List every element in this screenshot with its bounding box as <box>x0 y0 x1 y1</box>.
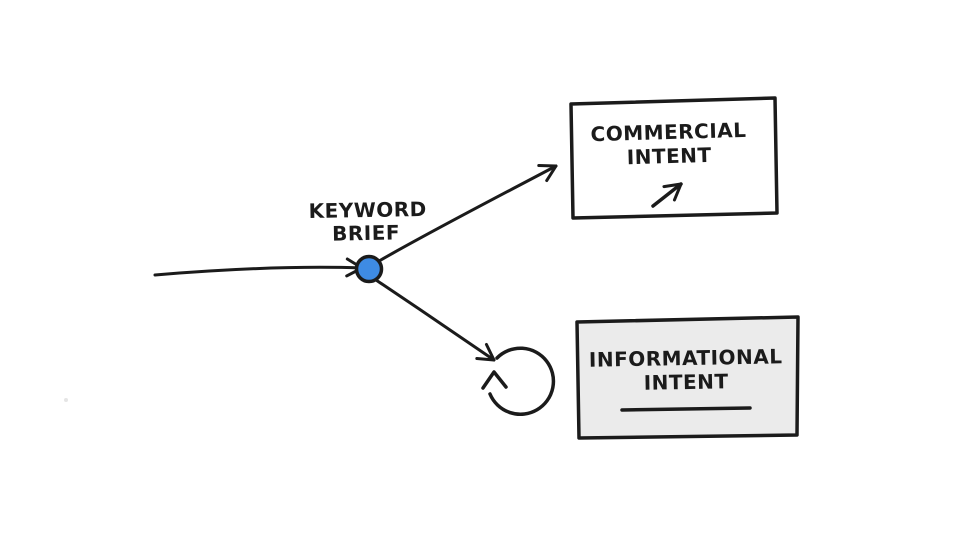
arrow-to-loop <box>374 278 496 362</box>
commercial-box-border <box>569 96 779 220</box>
loop-circle-arc <box>488 346 556 416</box>
informational-label-line1: INFORMATIONAL <box>589 344 783 371</box>
commercial-intent-box[interactable]: COMMERCIAL INTENT <box>569 96 779 220</box>
underline-mark <box>620 406 752 412</box>
commercial-label-line2: INTENT <box>626 143 712 169</box>
arrow-up-right-icon <box>651 182 683 208</box>
incoming-arrow <box>153 257 364 278</box>
arrow-to-commercial <box>377 164 558 263</box>
informational-label-line2: INTENT <box>643 369 728 394</box>
keyword-node-dot[interactable] <box>354 254 384 284</box>
keyword-label-line1: KEYWORD <box>308 197 427 223</box>
stray-speck <box>64 398 68 402</box>
keyword-node-label: KEYWORD BRIEF <box>308 197 427 246</box>
loop-arrowhead <box>481 370 508 390</box>
informational-intent-box[interactable]: INFORMATIONAL INTENT <box>575 315 800 440</box>
commercial-label-line1: COMMERCIAL <box>590 118 747 146</box>
keyword-label-line2: BRIEF <box>332 220 400 245</box>
cycle-loop-icon <box>481 346 556 416</box>
